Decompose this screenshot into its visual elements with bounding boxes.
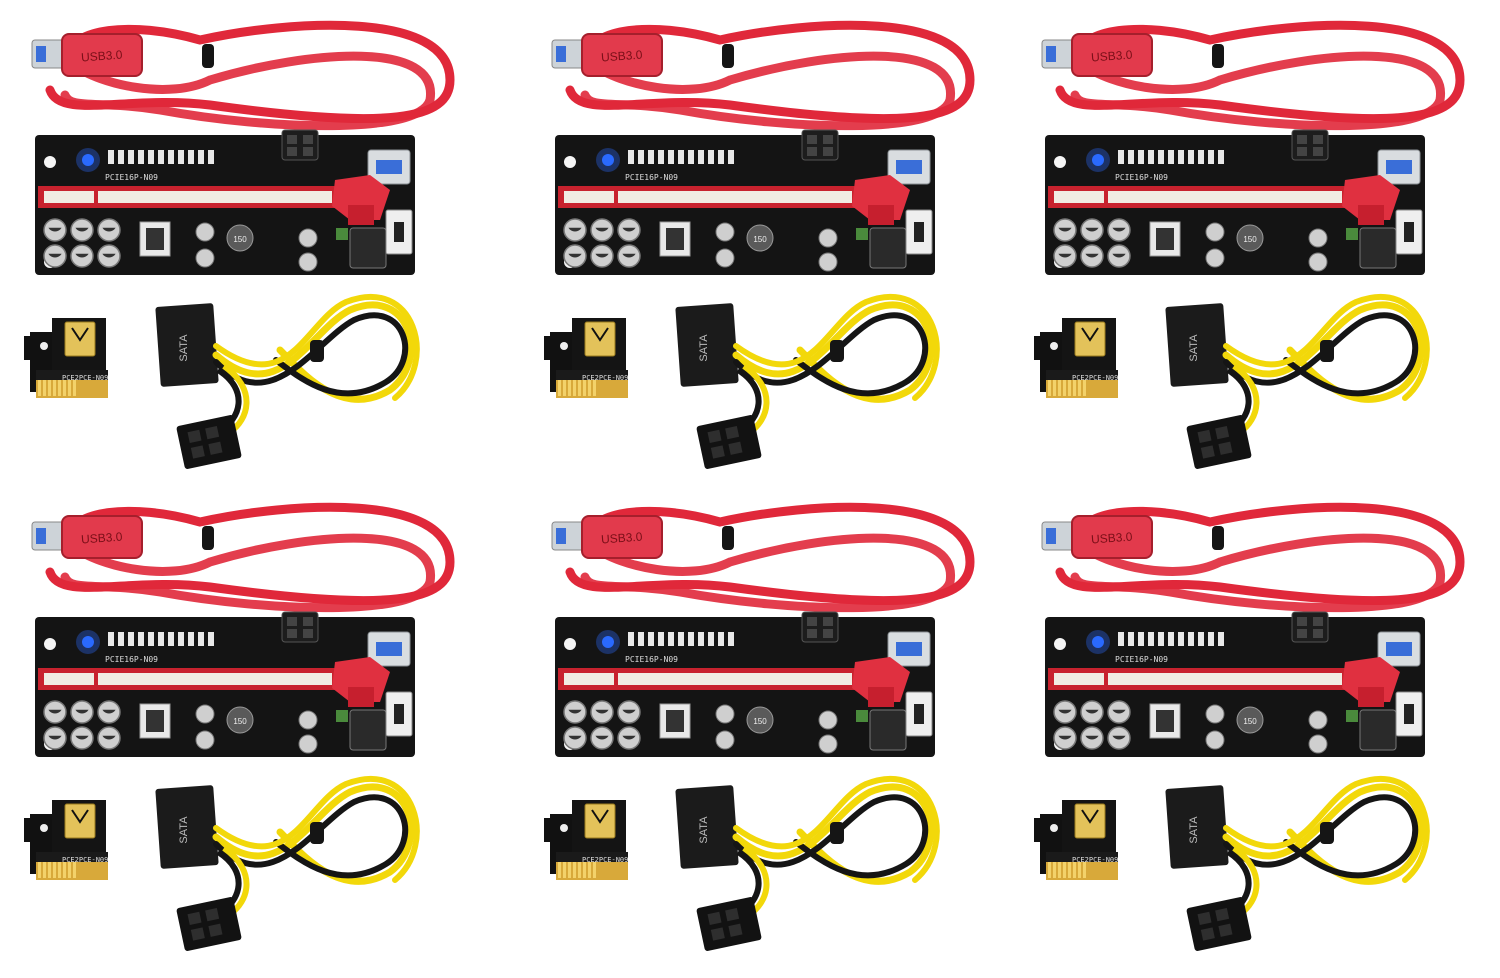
- pcie-x1-adapter: PCE2PCE-N09: [544, 318, 628, 398]
- board-model-label: PCIE16P-N09: [1115, 173, 1168, 182]
- usb-plug-label: USB3.0: [81, 48, 124, 65]
- adapter-model-label: PCE2PCE-N09: [62, 374, 108, 382]
- inductor-label: 150: [753, 235, 767, 244]
- riser-kit-6: USB3.0 PCIE16P-N09 150: [1020, 492, 1500, 962]
- sata-connector-label: SATA: [698, 334, 710, 362]
- riser-kit-2: USB3.0 PCIE16P-N09 150: [530, 10, 1010, 480]
- pcie-x1-adapter: PCE2PCE-N09: [24, 800, 108, 880]
- sata-power-cable: SATA: [1165, 775, 1430, 951]
- sata-connector-label: SATA: [178, 816, 190, 844]
- sata-power-cable: SATA: [675, 775, 940, 951]
- riser-kit-5: USB3.0 PCIE16P-N09 150: [530, 492, 1010, 962]
- riser-board: PCIE16P-N09 150: [1045, 129, 1425, 275]
- usb-cable: USB3.0: [551, 20, 975, 131]
- adapter-model-label: PCE2PCE-N09: [62, 856, 108, 864]
- sata-power-cable: SATA: [675, 293, 940, 469]
- board-model-label: PCIE16P-N09: [105, 655, 158, 664]
- board-model-label: PCIE16P-N09: [105, 173, 158, 182]
- riser-kit-4: USB3.0 PCIE16P-N09 150: [10, 492, 490, 962]
- board-model-label: PCIE16P-N09: [625, 173, 678, 182]
- riser-board: PCIE16P-N09 150: [1045, 611, 1425, 757]
- usb-plug-label: USB3.0: [1091, 530, 1134, 547]
- usb-cable: USB3.0: [551, 502, 975, 613]
- riser-board: PCIE16P-N09 150: [35, 611, 415, 757]
- riser-board: PCIE16P-N09 150: [35, 129, 415, 275]
- sata-power-cable: SATA: [155, 775, 420, 951]
- inductor-label: 150: [233, 235, 247, 244]
- inductor-label: 150: [233, 717, 247, 726]
- adapter-model-label: PCE2PCE-N09: [1072, 374, 1118, 382]
- sata-connector-label: SATA: [178, 334, 190, 362]
- riser-board: PCIE16P-N09 150: [555, 611, 935, 757]
- usb-plug-label: USB3.0: [601, 530, 644, 547]
- usb-cable: USB3.0: [31, 20, 455, 131]
- sata-connector-label: SATA: [1188, 334, 1200, 362]
- sata-power-cable: SATA: [155, 293, 420, 469]
- sata-connector-label: SATA: [698, 816, 710, 844]
- adapter-model-label: PCE2PCE-N09: [582, 856, 628, 864]
- board-model-label: PCIE16P-N09: [1115, 655, 1168, 664]
- sata-connector-label: SATA: [1188, 816, 1200, 844]
- pcie-x1-adapter: PCE2PCE-N09: [1034, 800, 1118, 880]
- usb-plug-label: USB3.0: [81, 530, 124, 547]
- inductor-label: 150: [753, 717, 767, 726]
- sata-power-cable: SATA: [1165, 293, 1430, 469]
- pcie-x1-adapter: PCE2PCE-N09: [1034, 318, 1118, 398]
- pcie-x1-adapter: PCE2PCE-N09: [24, 318, 108, 398]
- inductor-label: 150: [1243, 717, 1257, 726]
- riser-kit-3: USB3.0 PCIE16P-N09 150: [1020, 10, 1500, 480]
- riser-board: PCIE16P-N09 150: [555, 129, 935, 275]
- usb-plug-label: USB3.0: [601, 48, 644, 65]
- adapter-model-label: PCE2PCE-N09: [582, 374, 628, 382]
- adapter-model-label: PCE2PCE-N09: [1072, 856, 1118, 864]
- usb-cable: USB3.0: [1041, 502, 1465, 613]
- pcie-x1-adapter: PCE2PCE-N09: [544, 800, 628, 880]
- usb-cable: USB3.0: [1041, 20, 1465, 131]
- usb-cable: USB3.0: [31, 502, 455, 613]
- board-model-label: PCIE16P-N09: [625, 655, 678, 664]
- riser-kit-1: USB3.0 PCIE16P-N09 150: [10, 10, 490, 480]
- inductor-label: 150: [1243, 235, 1257, 244]
- usb-plug-label: USB3.0: [1091, 48, 1134, 65]
